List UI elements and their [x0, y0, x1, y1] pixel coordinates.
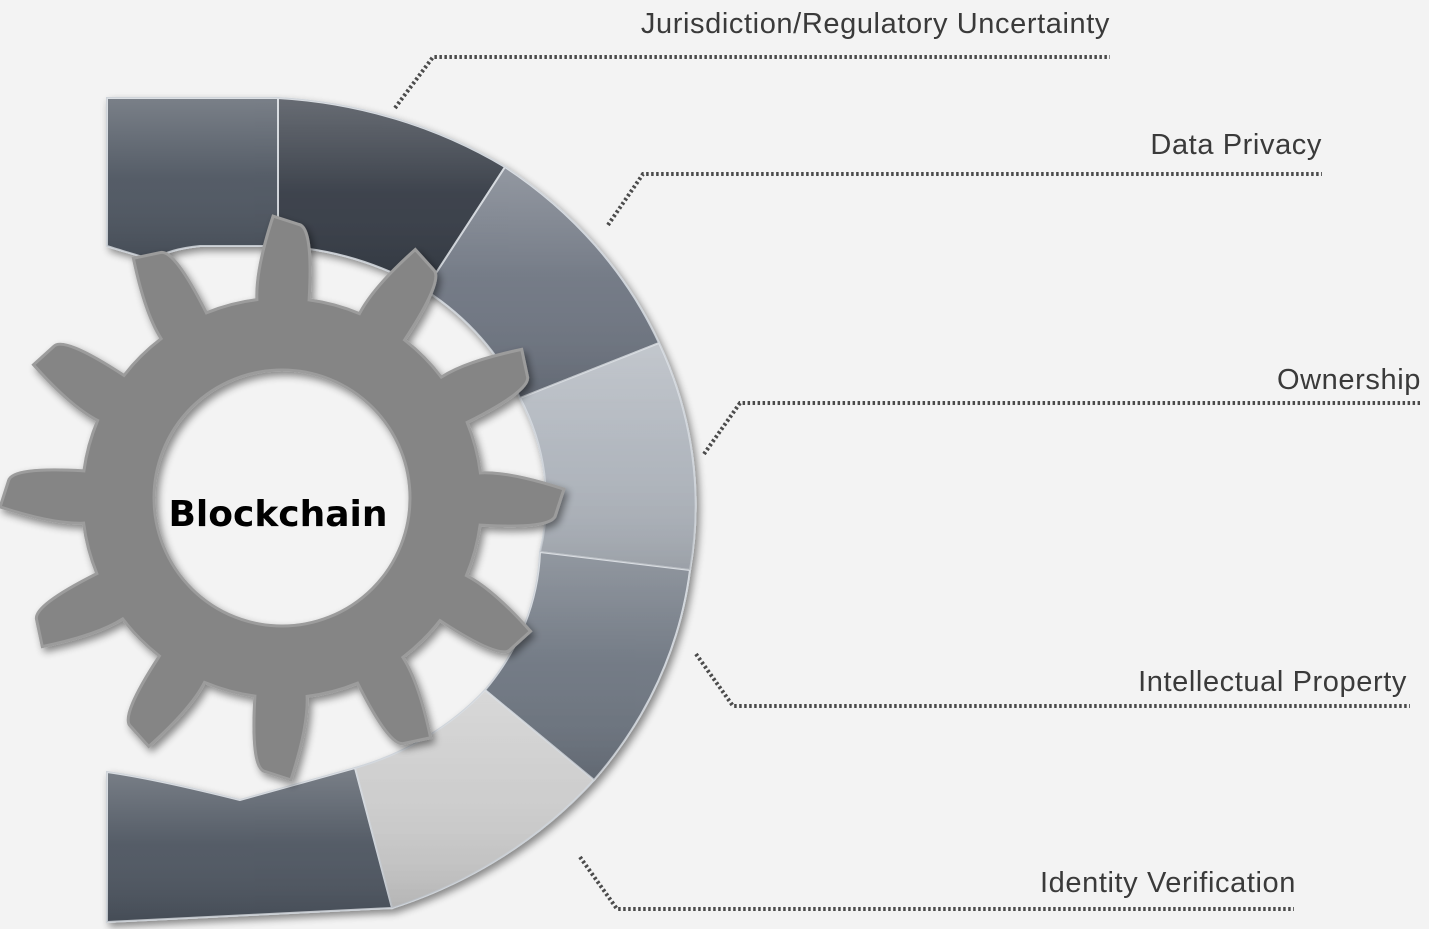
leader-line-ownership [702, 401, 1420, 456]
leader-line-jurisdiction [393, 55, 1110, 110]
leader-line-identity-verification [578, 855, 1294, 911]
leader-lines [393, 55, 1420, 911]
label-data-privacy: Data Privacy [1150, 129, 1322, 161]
label-intellectual-property: Intellectual Property [1138, 666, 1407, 698]
bottom-end-bar [106, 766, 394, 924]
center-label-blockchain: Blockchain [168, 494, 387, 535]
leader-line-data-privacy [606, 172, 1322, 227]
label-ownership: Ownership [1277, 364, 1421, 396]
label-jurisdiction: Jurisdiction/Regulatory Uncertainty [641, 8, 1110, 40]
gear-body [0, 214, 566, 782]
gear [0, 214, 566, 782]
label-identity-verification: Identity Verification [1040, 867, 1296, 899]
leader-line-intellectual-property [694, 652, 1410, 708]
top-end-bar [106, 97, 279, 262]
